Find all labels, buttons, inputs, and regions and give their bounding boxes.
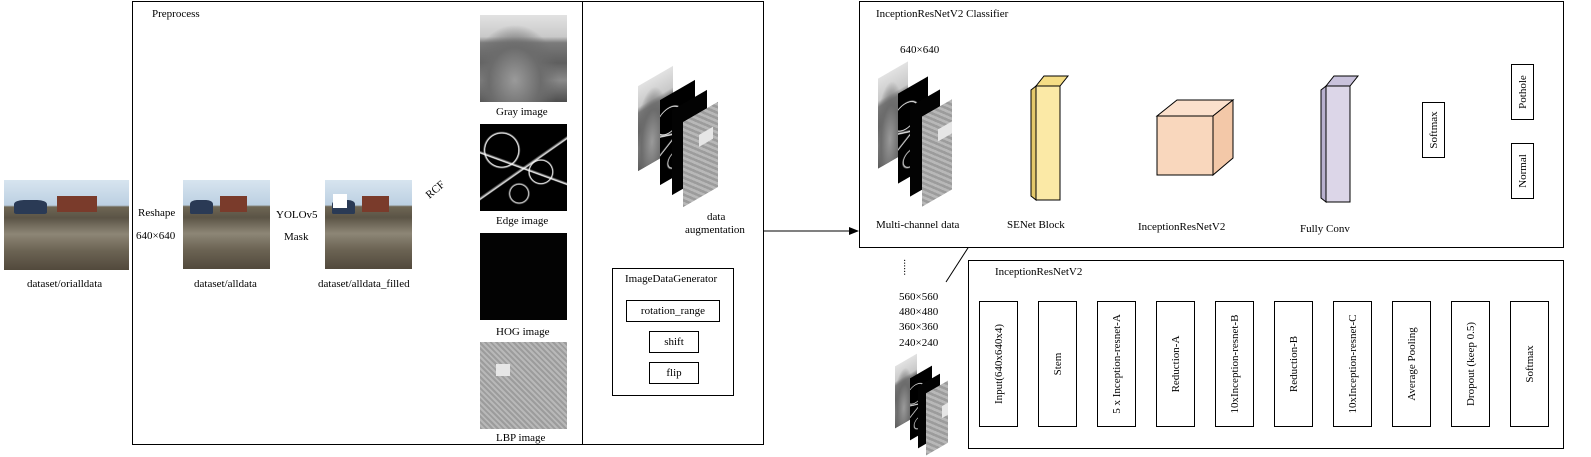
pipe-stem-text: Stem: [1051, 352, 1064, 376]
fullyconv-block: [1320, 75, 1360, 204]
normal-text: Normal: [1516, 154, 1529, 188]
pipe-inception-a: 5 x Inception-resnet-A: [1097, 301, 1136, 427]
gray-image: [480, 15, 567, 102]
irn-pipeline-title: InceptionResNetV2: [995, 266, 1083, 278]
flip-option: flip: [649, 362, 699, 384]
scale-item-240: 240×240: [899, 337, 939, 349]
mask-patch: [333, 194, 347, 208]
pothole-text: Pothole: [1516, 75, 1529, 109]
softmax-text: Softmax: [1427, 111, 1440, 149]
lbp-image: [480, 342, 567, 429]
normal-box: Normal: [1511, 143, 1534, 199]
classifier-size-label: 640×640: [900, 44, 940, 56]
classifier-title: InceptionResNetV2 Classifier: [876, 8, 1009, 20]
reshape-size-label: 640×640: [136, 230, 176, 242]
shift-option: shift: [649, 331, 699, 353]
pipe-avg-pool-text: Average Pooling: [1405, 327, 1418, 401]
pipe-stem: Stem: [1038, 301, 1077, 427]
senet-block: [1030, 75, 1070, 202]
pipe-inception-c-text: 10xInception-resnet-C: [1346, 314, 1359, 414]
pipe-reduction-a-text: Reduction-A: [1169, 335, 1182, 393]
scale-item-480: 480×480: [899, 306, 939, 318]
pipe-inception-a-text: 5 x Inception-resnet-A: [1110, 314, 1123, 414]
alldata-filled-label: dataset/alldata_filled: [318, 278, 410, 290]
gray-label: Gray image: [496, 106, 548, 118]
pothole-box: Pothole: [1511, 64, 1534, 120]
alldata-image: [183, 180, 270, 269]
edge-image: [480, 124, 567, 211]
scale-lbp-layer: [926, 380, 948, 456]
yolo-label: YOLOv5: [276, 209, 318, 221]
softmax-box: Softmax: [1422, 102, 1445, 158]
pipe-reduction-a: Reduction-A: [1156, 301, 1195, 427]
pipe-inception-b-text: 10xInception-resnet-B: [1228, 314, 1241, 414]
edge-label: Edge image: [496, 215, 549, 227]
fullyconv-label: Fully Conv: [1300, 223, 1350, 235]
pipe-input: Input(640x640x4): [979, 301, 1018, 427]
pipe-softmax: Softmax: [1510, 301, 1549, 427]
scale-item-560: 560×560: [899, 291, 939, 303]
pipe-inception-c: 10xInception-resnet-C: [1333, 301, 1372, 427]
mask-label: Mask: [284, 231, 309, 243]
reshape-label: Reshape: [138, 207, 176, 219]
pipe-softmax-text: Softmax: [1523, 345, 1536, 383]
orialldata-label: dataset/orialldata: [27, 278, 103, 290]
multichannel-label: Multi-channel data: [876, 219, 960, 231]
augment-label-2: augmentation: [685, 224, 745, 236]
inception-cube: [1155, 98, 1235, 177]
senet-label: SENet Block: [1007, 219, 1065, 231]
pipe-avg-pool: Average Pooling: [1392, 301, 1431, 427]
lbp-label: LBP image: [496, 432, 546, 444]
scale-item-360: 360×360: [899, 321, 939, 333]
pipe-inception-b: 10xInception-resnet-B: [1215, 301, 1254, 427]
pipe-dropout: Dropout (keep 0.5): [1451, 301, 1490, 427]
scale-dots: ......: [901, 259, 913, 276]
preprocess-title: Preprocess: [152, 8, 200, 20]
pipe-dropout-text: Dropout (keep 0.5): [1464, 321, 1477, 407]
alldata-label: dataset/alldata: [194, 278, 257, 290]
generator-title: ImageDataGenerator: [625, 273, 718, 285]
mc-lbp-layer: [922, 99, 952, 207]
pipe-reduction-b-text: Reduction-B: [1287, 335, 1300, 393]
pipe-input-text: Input(640x640x4): [992, 323, 1005, 405]
alldata-filled-image: [325, 180, 412, 269]
pipe-reduction-b: Reduction-B: [1274, 301, 1313, 427]
inception-label: InceptionResNetV2: [1138, 221, 1226, 233]
hog-label: HOG image: [496, 326, 550, 338]
hog-image: [480, 233, 567, 320]
augment-label-1: data: [707, 211, 726, 223]
orialldata-image: [4, 180, 129, 270]
rotation-range-option: rotation_range: [626, 300, 720, 322]
